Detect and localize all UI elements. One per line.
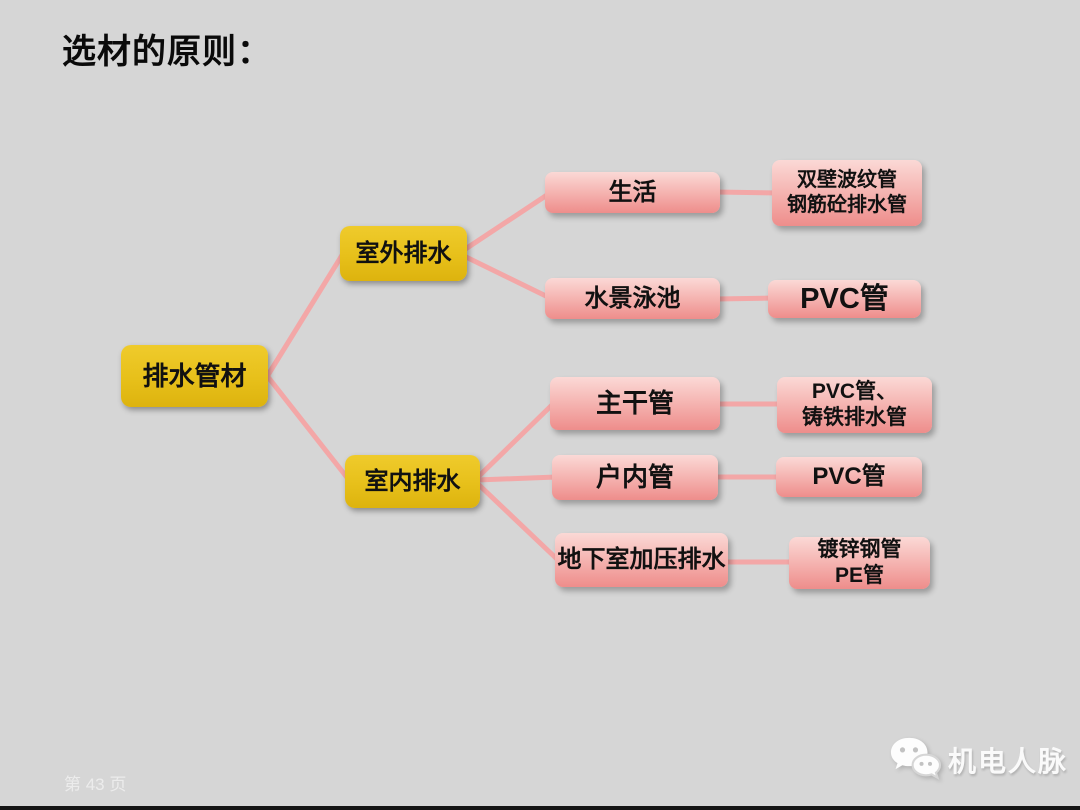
node-outdoor-drainage: 室外排水: [340, 226, 467, 281]
connector-root-indoor: [265, 374, 352, 483]
node-root-label: 排水管材: [142, 360, 247, 391]
connector-indoor-dixiashi: [474, 480, 562, 564]
node-basement-label: 地下室加压排水: [557, 546, 726, 573]
node-household-pipe: 户内管: [552, 455, 718, 500]
node-domestic-result: 双壁波纹管 钢筋砼排水管: [772, 160, 922, 226]
node-basement-pressure-drainage: 地下室加压排水: [555, 533, 728, 587]
node-main-pipe-result: PVC管、 铸铁排水管: [777, 377, 932, 433]
result-line: 钢筋砼排水管: [787, 194, 907, 216]
result-line: PVC管、: [811, 379, 898, 403]
node-household-pipe-label: 户内管: [595, 462, 674, 493]
result-line: 双壁波纹管: [797, 169, 897, 191]
connector-shenghuo-result: [713, 189, 781, 196]
node-domestic-label: 生活: [608, 178, 657, 206]
node-indoor-drainage: 室内排水: [345, 455, 480, 508]
node-main-pipe: 主干管: [550, 377, 720, 430]
node-basement-result: 镀锌钢管 PE管: [789, 537, 930, 589]
page-title: 选材的原则：: [62, 33, 272, 71]
result-line: PE管: [834, 564, 884, 587]
node-main-pipe-label: 主干管: [595, 388, 674, 419]
result-line: PVC管: [800, 282, 889, 315]
connector-outdoor-shuijing: [461, 253, 553, 301]
page-number: 第 43 页: [64, 775, 127, 794]
node-outdoor-label: 室外排水: [355, 239, 452, 267]
node-indoor-label: 室内排水: [364, 467, 461, 495]
connector-indoor-zhugan: [474, 400, 557, 481]
watermark-text: 机电人脉: [948, 746, 1069, 777]
node-root: 排水管材: [121, 345, 268, 407]
connector-shuijing-result: [713, 295, 777, 302]
node-household-pipe-result: PVC管: [776, 457, 922, 497]
node-waterscape-pool: 水景泳池: [545, 278, 720, 319]
connector-outdoor-shenghuo: [461, 190, 553, 253]
result-line: 铸铁排水管: [802, 406, 907, 429]
node-waterscape-pool-result: PVC管: [768, 280, 921, 318]
wechat-icon: [890, 737, 942, 780]
connector-indoor-hunei: [474, 474, 559, 483]
node-domestic: 生活: [545, 172, 720, 213]
watermark: 机电人脉: [888, 735, 1068, 785]
result-line: PVC管: [812, 463, 886, 490]
result-line: 镀锌钢管: [817, 537, 902, 561]
node-waterscape-pool-label: 水景泳池: [584, 284, 681, 312]
bottom-bar: [0, 806, 1080, 810]
connector-root-outdoor: [265, 249, 347, 378]
